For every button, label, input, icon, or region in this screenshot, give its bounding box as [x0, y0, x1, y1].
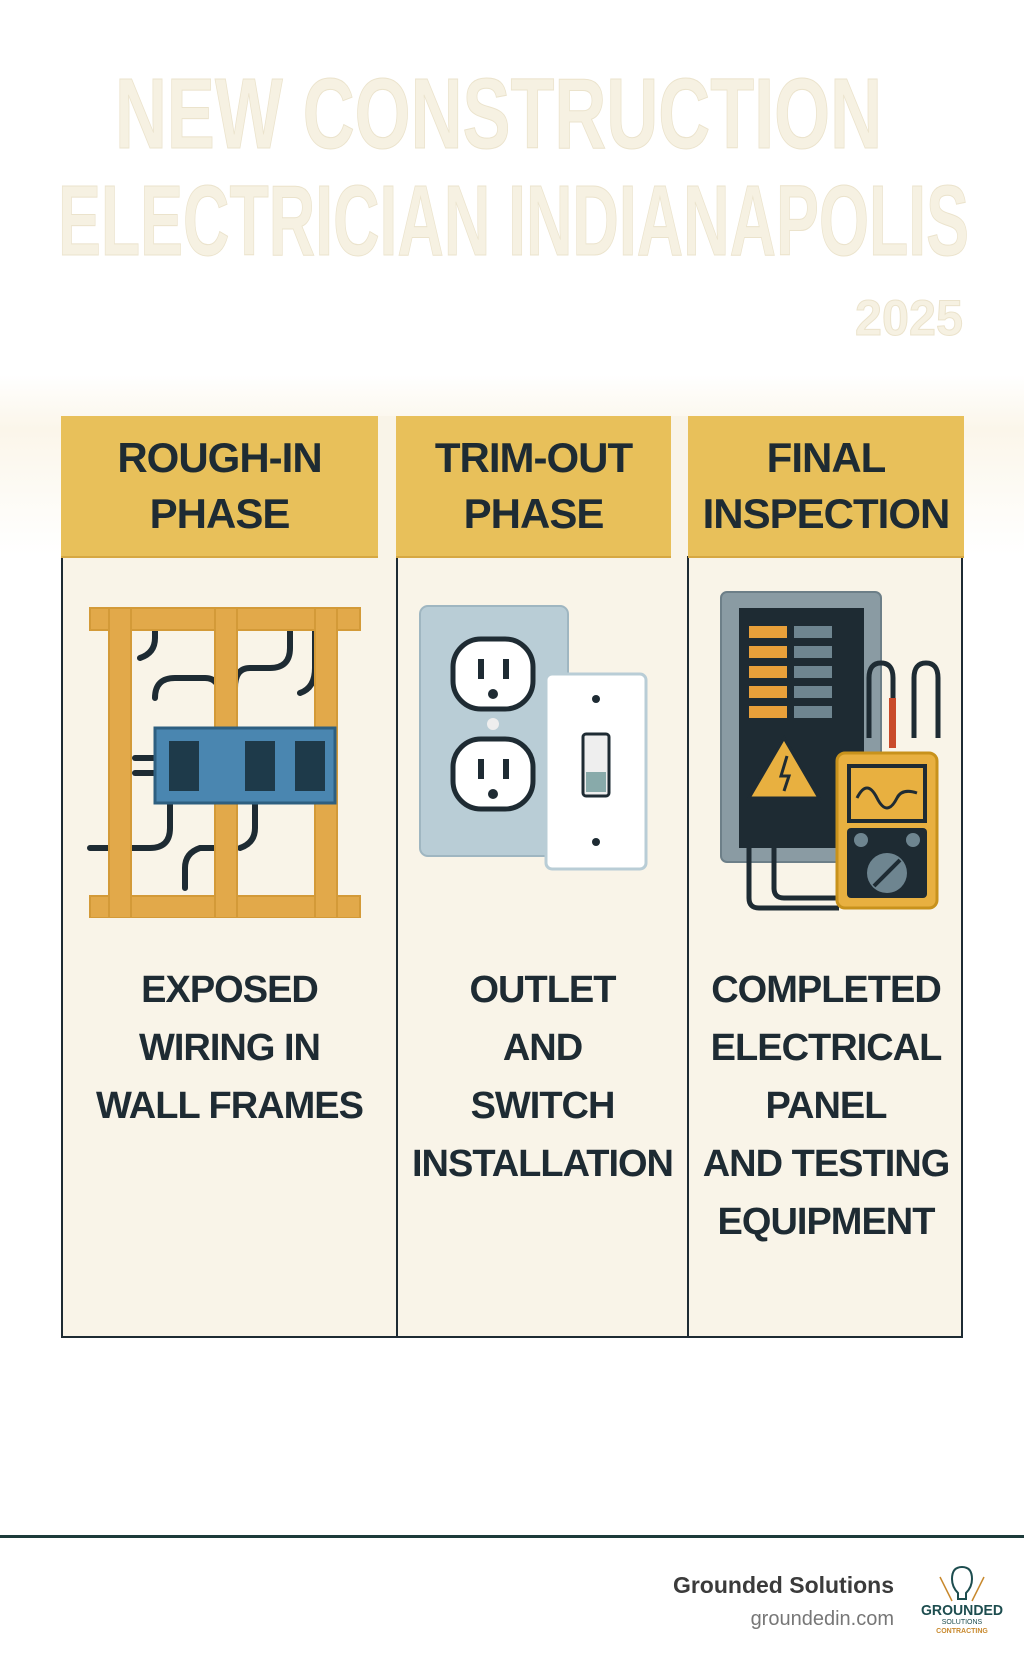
phase-description: OUTLET AND SWITCH INSTALLATION: [412, 969, 674, 1185]
title-block: NEW CONSTRUCTION ELECTRICIAN INDIANAPOLI…: [58, 58, 970, 347]
footer-divider: [0, 1535, 1024, 1538]
svg-text:CONTRACTING: CONTRACTING: [936, 1628, 988, 1635]
wall-frame-wiring-icon: [87, 607, 361, 918]
phase-final-inspection: FINAL INSPECTION COMPLETED ELECTRICAL PA…: [688, 416, 964, 1336]
phase-trim-out: TRIM-OUT PHASE OUTLET AND SWITCH INSTALL…: [396, 416, 687, 1336]
column-divider: [687, 556, 689, 1336]
phase-description: EXPOSED WIRING IN WALL FRAMES: [96, 969, 364, 1127]
company-logo: GROUNDED SOLUTIONS CONTRACTING: [921, 1565, 1003, 1635]
svg-text:SOLUTIONS: SOLUTIONS: [942, 1619, 983, 1626]
outlet-switch-icon: [419, 605, 648, 871]
column-divider: [396, 556, 398, 1336]
phase-header: ROUGH-IN PHASE: [61, 416, 378, 558]
phase-header: TRIM-OUT PHASE: [396, 416, 671, 558]
title-line-2: ELECTRICIAN INDIANAPOLIS: [58, 165, 969, 277]
year-label: 2025: [855, 290, 963, 346]
footer-website[interactable]: groundedin.com: [750, 1608, 894, 1630]
phase-rough-in: ROUGH-IN PHASE EXPOSED WIRING IN WA: [61, 416, 396, 1336]
panel-multimeter-icon: [720, 591, 941, 911]
phase-description: COMPLETED ELECTRICAL PANEL AND TESTING E…: [702, 969, 951, 1243]
svg-text:GROUNDED: GROUNDED: [921, 1602, 1003, 1619]
title-line-1: NEW CONSTRUCTION: [115, 58, 882, 170]
phase-header: FINAL INSPECTION: [688, 416, 964, 558]
phases-table: ROUGH-IN PHASE EXPOSED WIRING IN WA: [61, 416, 964, 1338]
footer-brand: Grounded Solutions: [672, 1572, 894, 1598]
